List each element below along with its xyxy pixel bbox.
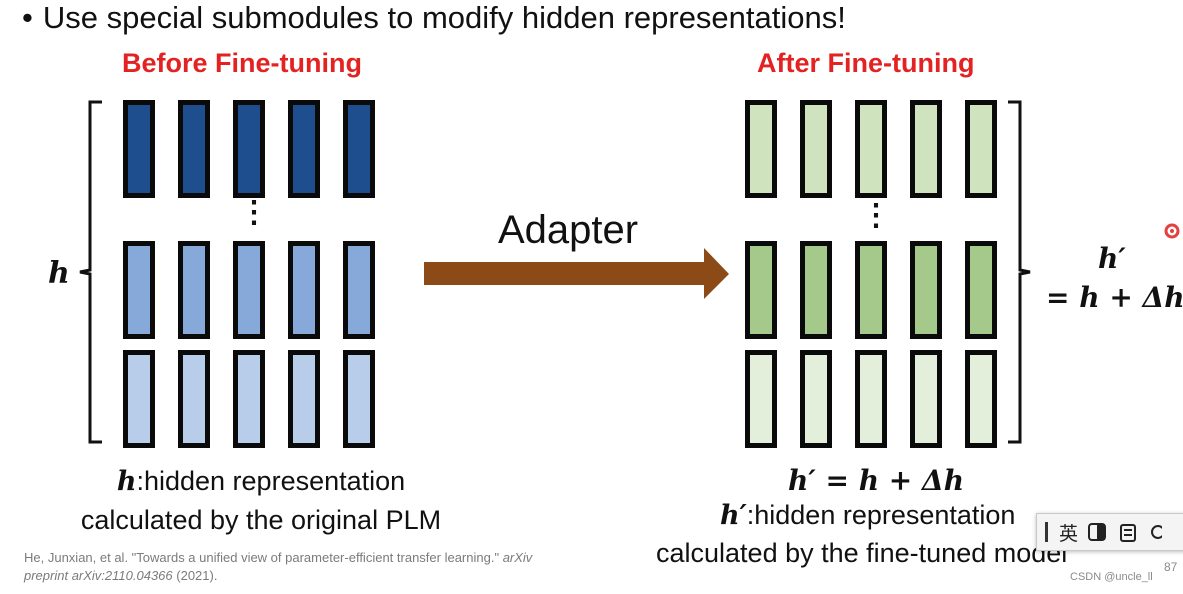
after-bottom-vector bbox=[800, 350, 832, 448]
after-top-vector bbox=[910, 100, 942, 198]
ellipsis: ⋮ bbox=[861, 198, 891, 233]
right-caption-formula: h′ = h + Δh bbox=[788, 464, 965, 497]
citation-line1: He, Junxian, et al. "Towards a unified v… bbox=[24, 549, 532, 567]
csdn-watermark: CSDN @uncle_ll bbox=[1070, 571, 1153, 583]
before-bottom-vector bbox=[343, 350, 375, 448]
right-formula-line1: h′ bbox=[1098, 242, 1126, 275]
before-mid-vector bbox=[233, 241, 265, 339]
before-bottom-vector bbox=[288, 350, 320, 448]
citation-year: (2021). bbox=[176, 568, 218, 583]
before-top-vector bbox=[288, 100, 320, 198]
right-caption-line2: calculated by the fine-tuned model bbox=[656, 538, 1068, 568]
after-top-vector bbox=[800, 100, 832, 198]
right-formula-line2: = h + Δh bbox=[1046, 281, 1183, 314]
after-mid-vector bbox=[965, 241, 997, 339]
right-brace bbox=[1008, 100, 1031, 444]
after-mid-vector bbox=[855, 241, 887, 339]
adapter-label: Adapter bbox=[498, 208, 639, 252]
half-width-toggle-icon[interactable] bbox=[1088, 522, 1108, 542]
after-bottom-vector bbox=[855, 350, 887, 448]
citation-preprint: preprint arXiv:2110.04366 bbox=[24, 568, 173, 583]
before-block-grid: ⋮ bbox=[120, 100, 380, 450]
citation: He, Junxian, et al. "Towards a unified v… bbox=[24, 549, 532, 585]
right-caption-math: h′ bbox=[720, 500, 747, 531]
before-bottom-vector bbox=[123, 350, 155, 448]
ime-language-button[interactable]: 英 bbox=[1059, 523, 1079, 545]
before-mid-vector bbox=[178, 241, 210, 339]
after-mid-vector bbox=[800, 241, 832, 339]
before-top-vector bbox=[343, 100, 375, 198]
left-caption-line1: h:hidden representation bbox=[66, 462, 456, 501]
left-caption-math: h bbox=[116, 466, 137, 497]
after-top-vector bbox=[855, 100, 887, 198]
after-bottom-vector bbox=[910, 350, 942, 448]
h-label: h bbox=[48, 256, 70, 291]
before-title: Before Fine-tuning bbox=[122, 48, 362, 78]
after-bottom-vector bbox=[745, 350, 777, 448]
citation-line2: preprint arXiv:2110.04366 (2021). bbox=[24, 567, 532, 585]
before-bottom-vector bbox=[178, 350, 210, 448]
left-caption-line2: calculated by the original PLM bbox=[80, 505, 442, 535]
bullet-heading: • Use special submodules to modify hidden… bbox=[22, 0, 846, 36]
citation-venue: arXiv bbox=[502, 550, 533, 565]
after-top-vector bbox=[745, 100, 777, 198]
before-mid-vector bbox=[343, 241, 375, 339]
ime-toolbar[interactable]: 英 bbox=[1036, 513, 1183, 551]
after-block-grid: ⋮ bbox=[742, 100, 1002, 450]
ellipsis: ⋮ bbox=[239, 195, 269, 230]
adapter-arrow bbox=[424, 248, 729, 299]
before-mid-vector bbox=[288, 241, 320, 339]
after-title: After Fine-tuning bbox=[757, 48, 975, 78]
before-top-vector bbox=[178, 100, 210, 198]
soft-keyboard-icon[interactable] bbox=[1118, 521, 1138, 543]
citation-authors: He, Junxian, et al. "Towards a unified v… bbox=[24, 550, 500, 565]
settings-icon[interactable] bbox=[1148, 522, 1163, 542]
before-top-vector bbox=[233, 100, 265, 198]
after-mid-vector bbox=[745, 241, 777, 339]
after-bottom-vector bbox=[965, 350, 997, 448]
laser-pointer-icon bbox=[1164, 223, 1180, 239]
page-number: 87 bbox=[1164, 560, 1178, 574]
bullet-text: Use special submodules to modify hidden … bbox=[42, 0, 846, 35]
before-top-vector bbox=[123, 100, 155, 198]
right-caption-text: :hidden representation bbox=[746, 500, 1016, 530]
after-top-vector bbox=[965, 100, 997, 198]
right-caption-line1: h′:hidden representation bbox=[720, 496, 1015, 535]
left-brace bbox=[79, 100, 102, 444]
left-caption-text: :hidden representation bbox=[136, 466, 406, 496]
before-bottom-vector bbox=[233, 350, 265, 448]
left-caption: h:hidden representation calculated by th… bbox=[66, 462, 456, 539]
bullet-glyph: • bbox=[22, 0, 33, 35]
after-mid-vector bbox=[910, 241, 942, 339]
before-mid-vector bbox=[123, 241, 155, 339]
toolbar-grip-icon[interactable] bbox=[1045, 522, 1049, 542]
